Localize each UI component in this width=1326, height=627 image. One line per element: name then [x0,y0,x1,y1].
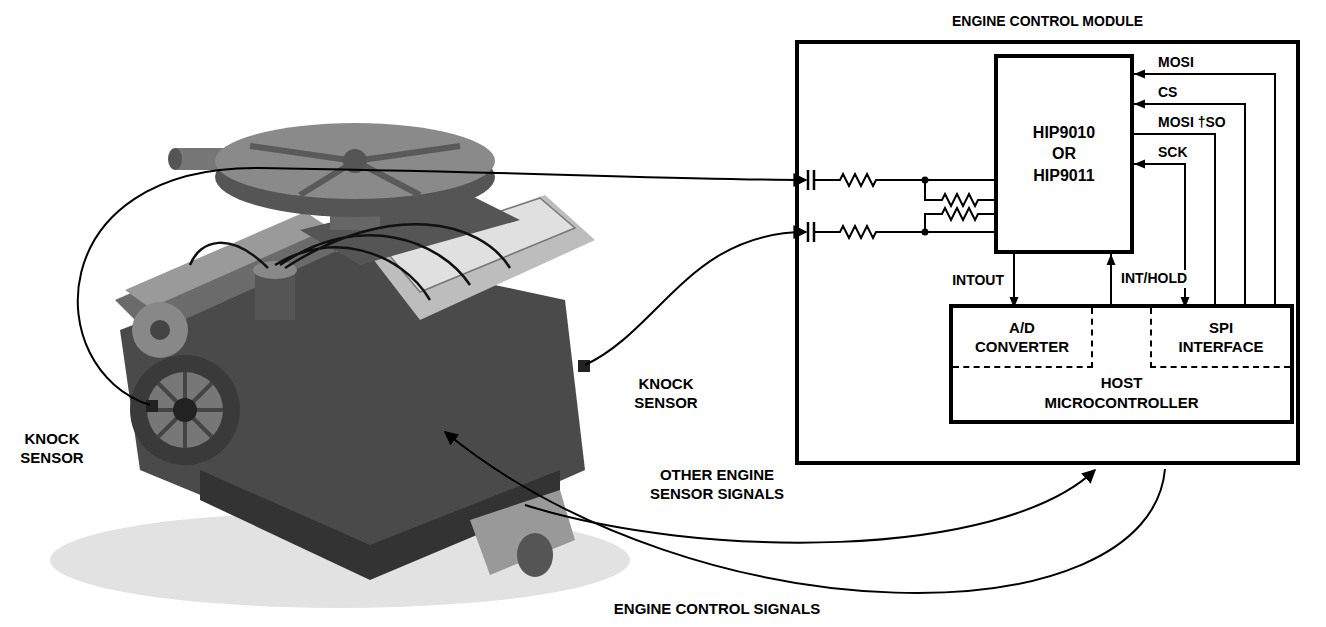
signal-name: CS [1156,84,1179,102]
input-rc-network [808,170,995,242]
signal-wires [78,168,806,405]
signal-name: INTOUT [950,272,1006,290]
engine-illustration [517,533,553,577]
input-rc-network [814,226,995,238]
engine-illustration [147,372,223,448]
diagram-label: KNOCK SENSOR [622,375,710,413]
diagram-label: OTHER ENGINE SENSOR SIGNALS [635,466,799,504]
node-text: ENGINE CONTROL MODULE [799,12,1296,30]
engine-illustration [190,224,510,300]
node-text: HIP9010 OR HIP9011 [1027,122,1102,187]
signal-connector [1107,254,1116,304]
arrowhead [1134,160,1145,169]
node-text: A/D CONVERTER [967,318,1077,357]
arrowhead [1134,100,1145,109]
input-rc-network [925,208,995,232]
diagram-label: ENGINE CONTROL SIGNALS [585,600,849,619]
input-rc-network [922,177,929,184]
peripheral-box: A/D CONVERTER [953,308,1093,368]
input-rc-network [808,170,814,242]
engine-illustration [147,372,223,448]
input-rc-network [922,229,929,236]
signal-name: SCK [1156,144,1190,162]
signal-wires [525,470,1095,543]
diagram-label: KNOCK SENSOR [8,430,96,468]
peripheral-box: SPI INTERFACE [1150,308,1290,368]
signal-name: MOSI [1156,54,1196,72]
engine-illustration [168,148,182,170]
engine-illustration [578,360,590,372]
input-rc-network [925,180,995,206]
chip-box: HIP9010 OR HIP9011 [994,54,1134,254]
node-text: SPI INTERFACE [1166,318,1276,357]
microcontroller-box: HOST MICROCONTROLLER A/D CONVERTER SPI INT… [949,304,1294,424]
arrowhead [1134,70,1145,79]
module-box: ENGINE CONTROL MODULEHIP9010 OR HIP9011H… [795,40,1300,465]
signal-wires [585,232,806,365]
engine-illustration [130,355,240,465]
engine-illustration [50,123,630,608]
engine-illustration [173,398,197,422]
engine-illustration [132,302,188,358]
signal-connector [1010,254,1019,308]
node-text: HOST MICROCONTROLLER [1042,373,1202,412]
signal-name: MOSI †SO [1156,114,1228,132]
input-rc-network [814,174,995,186]
engine-illustration [150,320,170,340]
engine-illustration [146,400,158,412]
engine-illustration [215,123,495,199]
signal-wires [445,432,1165,593]
signal-name: INT/HOLD [1119,270,1189,288]
arrowhead [1107,254,1116,265]
